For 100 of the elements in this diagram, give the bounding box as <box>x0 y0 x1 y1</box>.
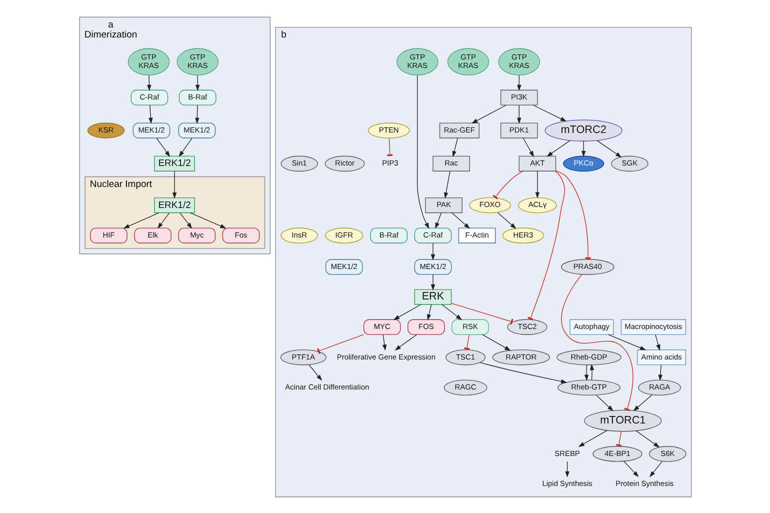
arrow <box>430 242 435 260</box>
arrow <box>534 170 540 198</box>
arrow <box>426 304 432 320</box>
node-box: Elk <box>134 227 171 243</box>
node-ellipse: Sin1 <box>280 155 318 172</box>
arrow <box>658 364 662 380</box>
node-ellipse: InsR <box>280 227 318 243</box>
node-ellipse: IGFR <box>324 227 363 243</box>
arrow <box>394 334 417 350</box>
node-ellipse: mTORC1 <box>584 409 662 432</box>
node-ellipse: RAGA <box>638 379 681 395</box>
arrow <box>440 304 462 320</box>
arrow <box>496 212 516 228</box>
node-box: Macropinocytosis <box>620 318 686 334</box>
node-ellipse: GTP KRAS <box>498 48 540 75</box>
arrow <box>623 460 638 477</box>
arrow <box>578 430 607 446</box>
node-ellipse: GTP KRAS <box>127 48 170 75</box>
node-box: MEK1/2 <box>178 122 216 138</box>
arrow <box>635 430 660 448</box>
node-ellipse: Rictor <box>324 155 364 172</box>
arrow <box>434 212 442 228</box>
node-ellipse: Rheb-GDP <box>556 348 621 365</box>
arrow <box>607 334 646 350</box>
node-box: MEK1/2 <box>414 258 452 274</box>
node-text: Lipid Synthesis <box>542 478 592 488</box>
node-box: ERK1/2 <box>154 196 194 213</box>
node-box: MEK1/2 <box>132 122 170 138</box>
arrow <box>580 140 586 156</box>
node-ellipse: PKCα <box>562 155 604 172</box>
node-box: PAK <box>424 196 462 213</box>
arrow <box>172 170 176 198</box>
arrow <box>156 212 170 228</box>
node-ellipse: ACLγ <box>518 196 556 213</box>
node-ellipse: SGK <box>610 155 648 172</box>
arrow <box>178 137 192 157</box>
arrow <box>443 170 450 198</box>
arrow <box>522 137 534 157</box>
arrow <box>532 104 566 122</box>
arrow <box>450 212 470 228</box>
arrow <box>564 460 569 477</box>
node-box: RSK <box>451 318 488 334</box>
connector <box>616 430 622 446</box>
node-ellipse: GTP KRAS <box>176 48 218 75</box>
connector <box>560 274 633 410</box>
node-ellipse: GTP KRAS <box>396 48 438 75</box>
arrow <box>596 394 613 411</box>
node-box: PI3K <box>500 89 538 105</box>
arrow <box>516 104 521 124</box>
node-ellipse: TSC1 <box>445 348 486 365</box>
arrow <box>452 137 458 157</box>
node-text: PIP3 <box>382 158 398 168</box>
arrow <box>122 212 159 228</box>
node-box: FOS <box>407 318 444 334</box>
arrow <box>194 104 199 124</box>
arrow <box>146 74 151 90</box>
arrow <box>654 334 660 350</box>
arrow <box>382 334 386 350</box>
arrow <box>189 212 226 228</box>
node-text: Acinar Cell Differentiation <box>284 382 369 392</box>
arrow <box>516 74 521 90</box>
node-box: ERK1/2 <box>154 155 194 171</box>
connector <box>527 170 565 320</box>
node-box: Rac <box>432 155 470 171</box>
node-box: F-Actin <box>458 227 496 243</box>
arrow <box>430 274 435 290</box>
node-ellipse: PTEN <box>368 122 410 138</box>
node-box: C-Raf <box>414 227 452 243</box>
node-box: HIF <box>90 227 127 243</box>
node-box: Fos <box>222 227 260 243</box>
arrow <box>156 137 170 157</box>
node-box: ERK <box>414 288 452 304</box>
node-box: MEK1/2 <box>324 258 362 274</box>
node-box: Amino acids <box>636 349 686 365</box>
arrow <box>632 394 652 411</box>
arrow <box>479 362 567 383</box>
arrow <box>589 364 594 380</box>
node-ellipse: FOXO <box>468 196 510 213</box>
node-box: Autophagy <box>569 318 614 334</box>
node-text: SREBP <box>554 448 580 458</box>
node-box: Rac-GEF <box>438 122 479 138</box>
node-ellipse: PRAS40 <box>560 258 614 274</box>
node-ellipse: S6K <box>648 446 686 462</box>
arrow <box>179 212 192 228</box>
arrow <box>308 364 322 380</box>
node-text: Proliferative Gene Expression <box>336 352 435 361</box>
node-ellipse: RAGC <box>443 379 487 395</box>
node-box: C-Raf <box>130 89 168 105</box>
arrow <box>148 104 152 124</box>
arrow <box>596 140 622 157</box>
arrow <box>416 74 429 228</box>
node-ellipse: KSR <box>86 122 124 138</box>
node-box: AKT <box>518 155 556 171</box>
node-box: Myc <box>178 227 216 243</box>
arrow <box>584 364 588 380</box>
node-ellipse: 4E-BP1 <box>592 446 642 462</box>
node-box: PDK1 <box>500 122 538 138</box>
connector <box>464 334 470 350</box>
node-text: Protein Synthesis <box>615 478 674 488</box>
node-ellipse: HER3 <box>502 227 544 243</box>
